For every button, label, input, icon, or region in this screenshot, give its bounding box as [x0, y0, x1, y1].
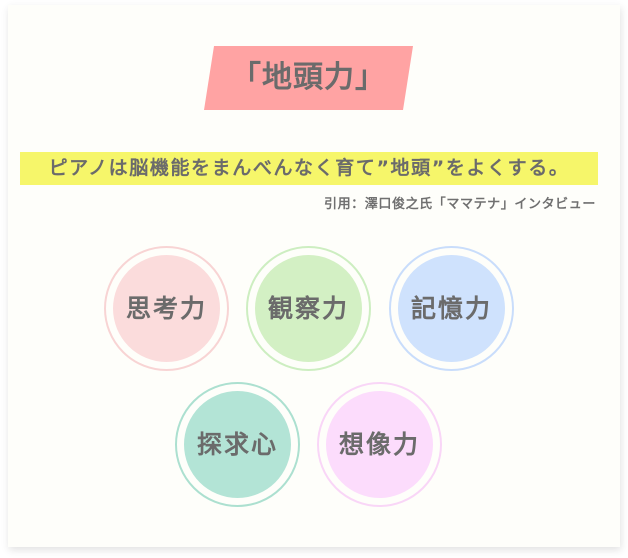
headline-highlight: [20, 152, 598, 185]
ability-label: 思考力: [125, 294, 207, 323]
ability-label: 想像力: [338, 430, 420, 459]
ability-circle-fill: [113, 255, 220, 362]
ability-circle-fill: [398, 255, 505, 362]
ability-label: 探求心: [196, 430, 278, 459]
ability-circle-observation: 観察力: [246, 246, 371, 371]
title-badge: [204, 46, 413, 110]
ability-circle-curiosity: 探求心: [175, 382, 300, 507]
ability-circle-thinking: 思考力: [104, 246, 229, 371]
citation-text: 引用：澤口俊之氏「ママテナ」インタビュー: [323, 197, 596, 212]
ability-label: 記憶力: [410, 294, 492, 323]
ability-circle-memory: 記憶力: [389, 246, 514, 371]
ability-circle-imagination: 想像力: [317, 382, 442, 507]
page-title: 「地頭力」: [231, 60, 386, 95]
ability-circle-fill: [184, 391, 291, 498]
headline-text: ピアノは脳機能をまんべんなく育て”地頭”をよくする。: [48, 157, 570, 179]
ability-circle-fill: [255, 255, 362, 362]
ability-circle-fill: [326, 391, 433, 498]
ability-label: 観察力: [267, 294, 349, 323]
